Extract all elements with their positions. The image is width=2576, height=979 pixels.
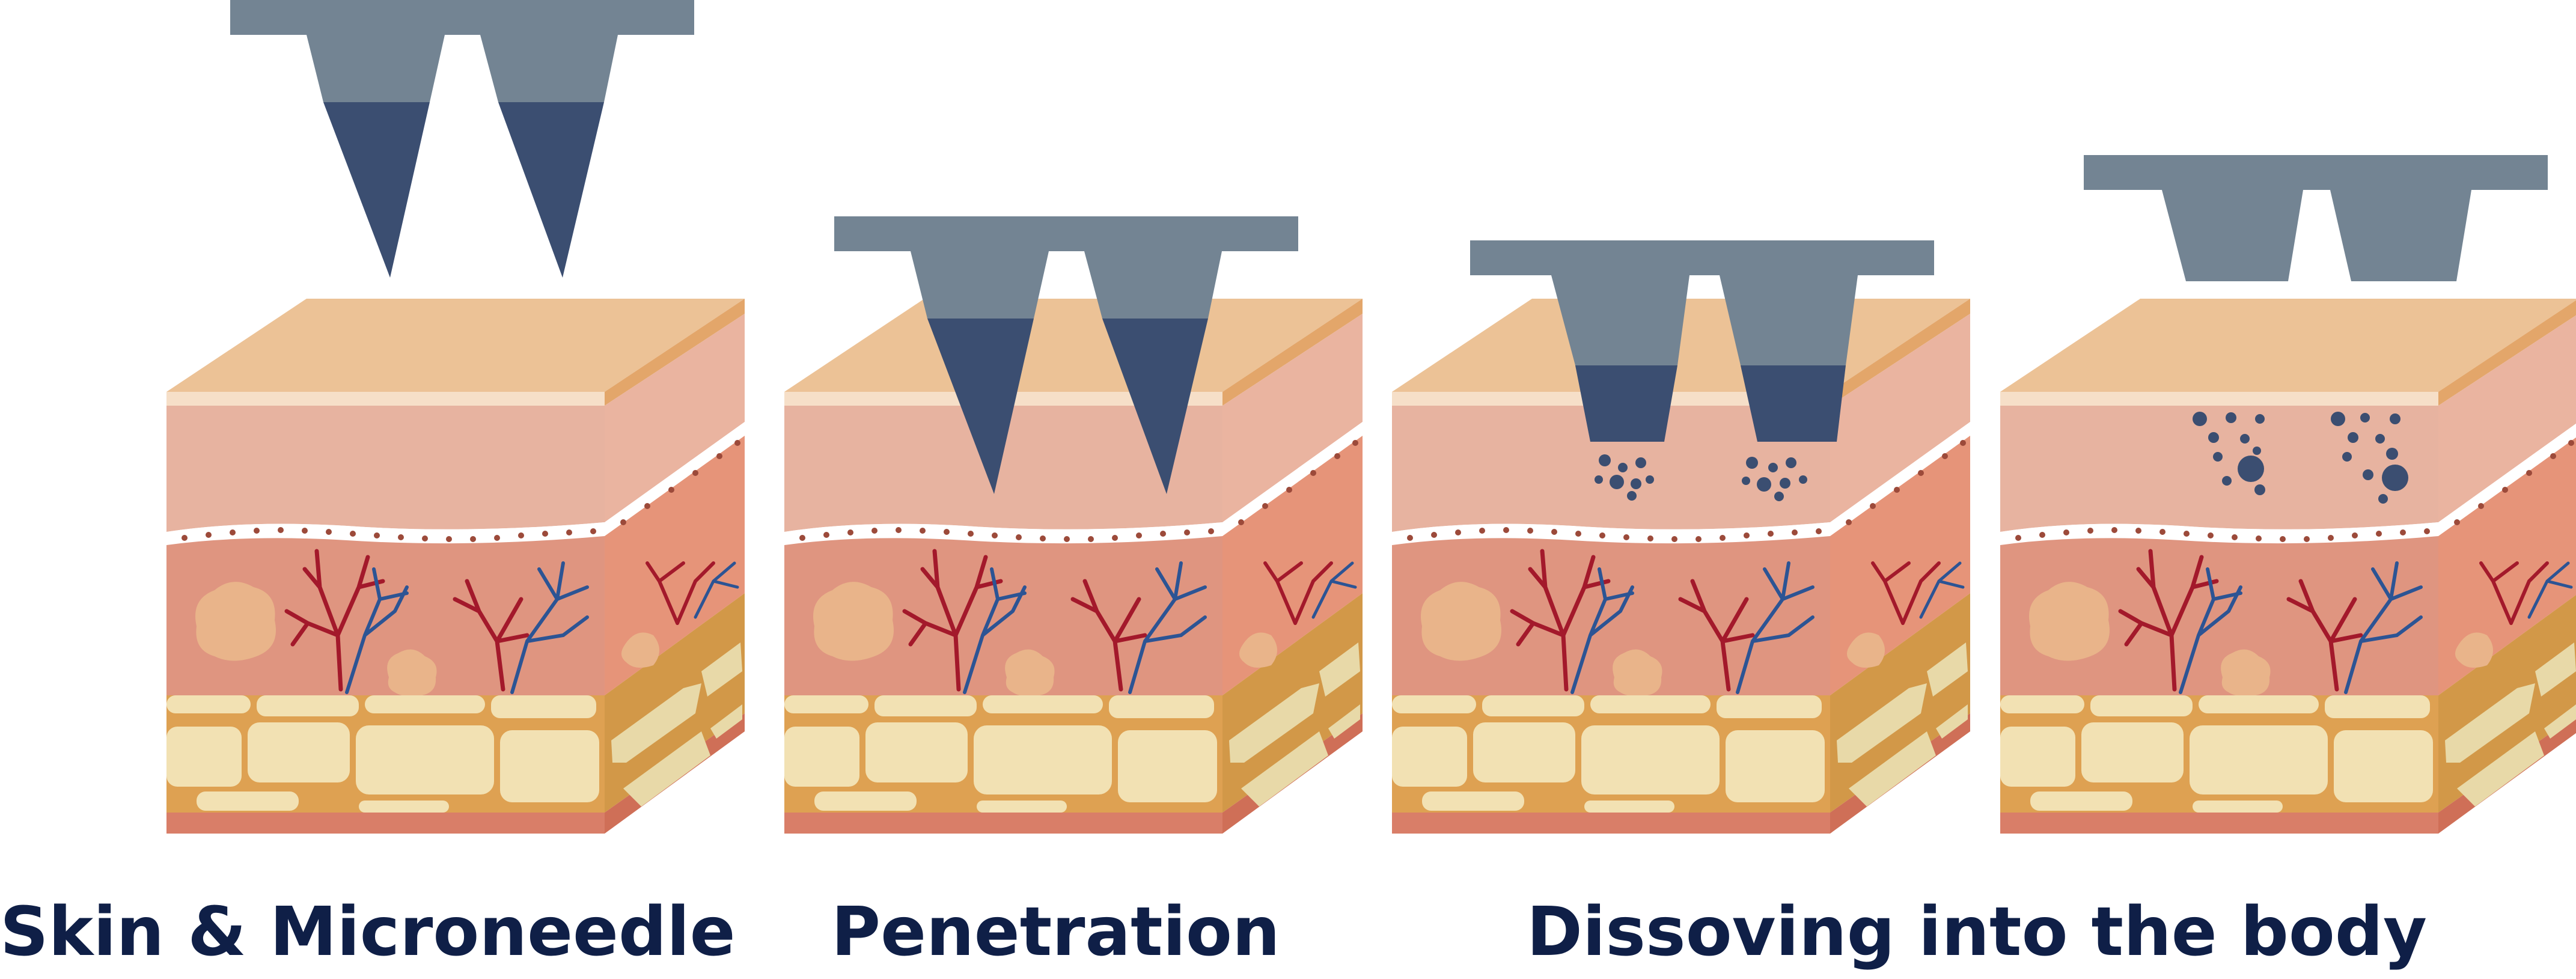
stage-2-penetration (784, 216, 1363, 834)
skin-block-2 (784, 299, 1363, 834)
skin-block-1 (166, 299, 745, 834)
microneedle-patch-1 (230, 0, 694, 278)
caption-penetration: Penetration (831, 893, 1280, 971)
skin-block-4 (2000, 299, 2576, 834)
caption-dissolving: Dissoving into the body (1527, 893, 2428, 971)
caption-skin-and-microneedle: Skin & Microneedle (0, 893, 736, 971)
microneedle-patch-4 (2084, 155, 2548, 281)
stage-3-dissolving (1392, 240, 1970, 834)
drug-particles-3 (1595, 454, 1807, 501)
stage-4-dissolved (2000, 155, 2576, 834)
skin-block-3 (1392, 299, 1970, 834)
drug-particles-4 (2193, 412, 2408, 504)
stage-1-skin-and-microneedle (166, 0, 745, 834)
